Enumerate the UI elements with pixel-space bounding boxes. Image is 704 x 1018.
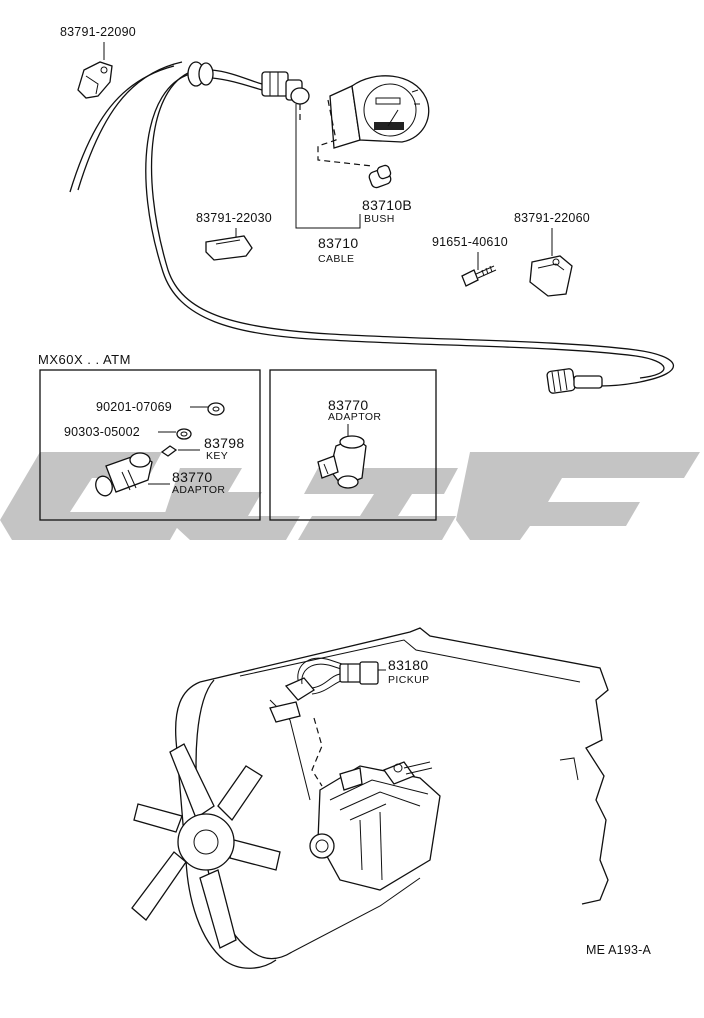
inset-right-box: [269, 369, 437, 521]
bolt-number: 91651-40610: [432, 235, 508, 249]
oring-part: [176, 428, 192, 440]
inset-left-box: [39, 369, 261, 521]
cooling-fan: [131, 743, 281, 949]
adaptor-part-left: [95, 452, 153, 497]
bush-number: 83710B: [362, 197, 412, 213]
bush-part: [368, 164, 392, 189]
inset-title: MX60X . . ATM: [38, 352, 131, 367]
adaptor-part-right: [317, 435, 367, 489]
clip-mid: [205, 235, 253, 261]
speedometer-gauge: [329, 75, 430, 149]
pickup-number: 83180: [388, 657, 428, 673]
oring-number: 90303-05002: [64, 425, 140, 439]
bolt: [461, 265, 497, 287]
key-number: 83798: [204, 435, 244, 451]
bush-label: BUSH: [364, 213, 395, 225]
engine-assembly: [174, 627, 609, 969]
speedometer-cable: [69, 61, 675, 394]
adaptor-right-number: 83770: [328, 397, 368, 413]
key-label: KEY: [206, 450, 228, 462]
pickup-label: PICKUP: [388, 674, 430, 686]
clip-mid-number: 83791-22030: [196, 211, 272, 225]
adaptor-left-label: ADAPTOR: [172, 484, 225, 496]
clip-top-left-number: 83791-22090: [60, 25, 136, 39]
clip-right: [529, 255, 573, 297]
cable-label: CABLE: [318, 253, 354, 265]
clip-right-number: 83791-22060: [514, 211, 590, 225]
cable-number: 83710: [318, 235, 358, 251]
key-part: [160, 445, 178, 457]
adaptor-right-label: ADAPTOR: [328, 411, 381, 423]
washer-part: [207, 402, 225, 416]
diagram-code: ME A193-A: [586, 943, 651, 957]
adaptor-left-number: 83770: [172, 469, 212, 485]
washer-number: 90201-07069: [96, 400, 172, 414]
clip-top-left: [77, 61, 113, 99]
